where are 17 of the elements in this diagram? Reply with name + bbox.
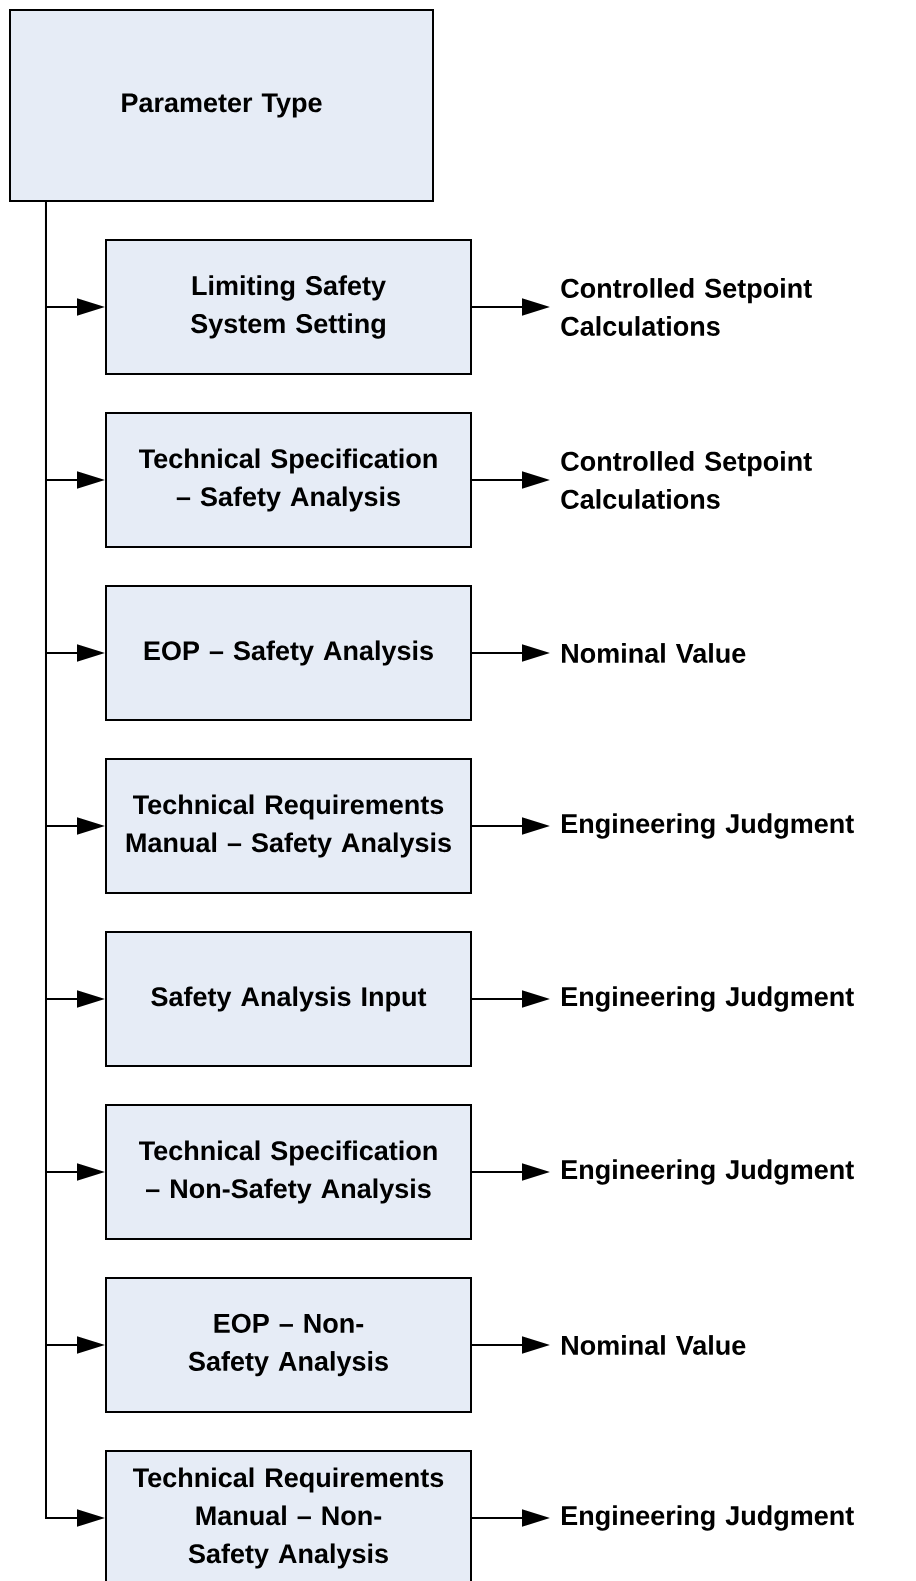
result-text: Nominal Value bbox=[562, 643, 746, 663]
process-box: Technical Specification – Non-Safety Analysis bbox=[105, 1104, 472, 1240]
process-box: Technical Specification – Safety Analysis bbox=[105, 412, 472, 548]
result-text: Controlled Setpoint Calculations bbox=[561, 278, 812, 336]
result-text: Engineering Judgment bbox=[562, 1159, 854, 1185]
process-box: Technical Requirements Manual – Safety Analysis bbox=[105, 758, 472, 894]
result-text: Engineering Judgment bbox=[562, 986, 854, 1012]
process-box: Technical Requirements Manual – Non-Safety Analysis bbox=[105, 1450, 472, 1581]
result-text: Engineering Judgment bbox=[562, 1505, 854, 1531]
result-text: Controlled Setpoint Calculations bbox=[561, 451, 812, 509]
result-text: Engineering Judgment bbox=[562, 813, 854, 839]
process-box: EOP – Safety Analysis bbox=[105, 585, 472, 721]
process-box: Limiting Safety System Setting bbox=[105, 239, 472, 375]
result-text: Nominal Value bbox=[562, 1335, 746, 1355]
title-box: Parameter Type bbox=[9, 9, 434, 202]
process-box: EOP – Non-Safety Analysis bbox=[105, 1277, 472, 1413]
process-box: Safety Analysis Input bbox=[105, 931, 472, 1067]
